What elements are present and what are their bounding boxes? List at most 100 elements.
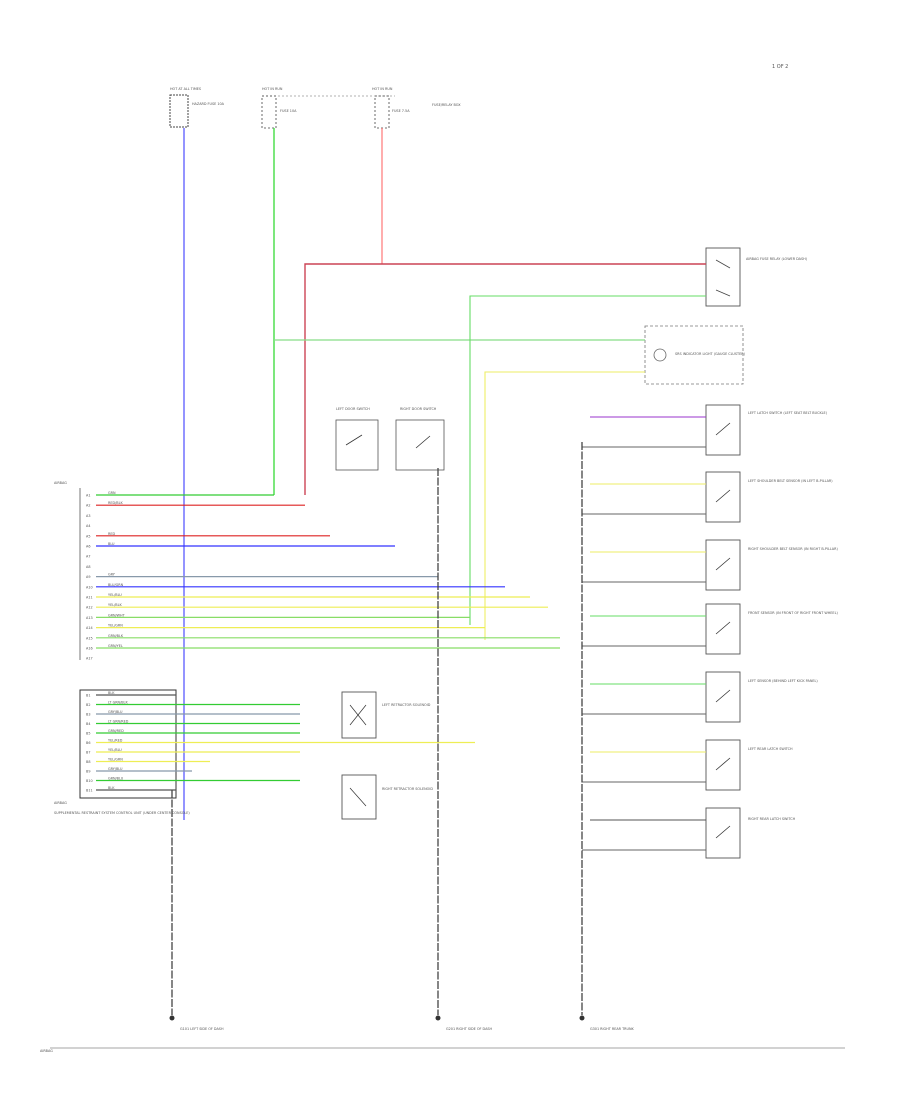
- ecu-pin-label: A9: [86, 575, 90, 579]
- ecu-pin-label: A13: [86, 616, 93, 620]
- ecu-pin-wire-label: GRN/YEL: [108, 644, 123, 648]
- ecu-pin-wire-label: GRY/BLU: [108, 710, 123, 714]
- ground-wires: [169, 442, 585, 1021]
- ecu-pin-wire-label: GRN/BLU: [108, 777, 124, 781]
- footer-label: AIRBAG: [40, 1049, 53, 1053]
- ecu-pin-wire-label: YEL/GRN: [108, 624, 123, 628]
- sensor-switch: [715, 689, 731, 703]
- ecu-pin-label: A16: [86, 647, 93, 651]
- page-number: 1 OF 2: [772, 64, 789, 70]
- sensor-box: [705, 539, 741, 591]
- ground-1-label: G101 LEFT SIDE OF DASH: [180, 1027, 224, 1031]
- ecu-pin-wire-label: GRY/BLU: [108, 767, 123, 771]
- sensor-box: [705, 603, 741, 655]
- ecu-pin-wire-label: GRN/BLK: [108, 634, 124, 638]
- ecu-pin-label: B5: [86, 732, 90, 736]
- sensor-boxes: [582, 404, 741, 859]
- sensor-box: [705, 807, 741, 859]
- right-retractor-label: RIGHT RETRACTOR SOLENOID: [382, 787, 433, 791]
- airbag-fuse-relay: [705, 247, 741, 307]
- ecu-pin-wire-label: YEL/GRN: [108, 758, 123, 762]
- ecu-pin-label: A15: [86, 636, 93, 640]
- ecu-label-top: AIRBAG: [54, 481, 67, 485]
- ecu-pin-label: B7: [86, 751, 90, 755]
- ecu-pin-wire-label: BLK: [108, 691, 115, 695]
- left-door-switch-label: LEFT DOOR SWITCH: [336, 407, 370, 411]
- ecu-pin-wire-label: RED: [108, 532, 115, 536]
- ecu-pin-label: A4: [86, 524, 90, 528]
- left-latch-label: LEFT LATCH SWITCH (LEFT SEAT BELT BUCKLE…: [748, 411, 828, 415]
- ecu-pin-label: B3: [86, 713, 90, 717]
- ecu-pin-label: A14: [86, 626, 93, 630]
- ecu-connector: [79, 488, 177, 799]
- ecu-pin-wire-label: GRN: [108, 491, 116, 495]
- ecu-pin-label: A17: [86, 657, 93, 661]
- ecu-pin-label: A12: [86, 606, 93, 610]
- ecu-pin-label: A7: [86, 555, 90, 559]
- right-rear-latch-label: RIGHT REAR LATCH SWITCH: [748, 817, 796, 821]
- left-retractor-label: LEFT RETRACTOR SOLENOID: [382, 703, 431, 707]
- ecu-pin-label: B4: [86, 722, 90, 726]
- ecu-pin-wire-label: YEL/BLU: [108, 593, 122, 597]
- ecu-pin-wire-label: LT GRN/RED: [108, 720, 129, 724]
- ecu-pin-wire-label: BLU/GRN: [108, 583, 124, 587]
- relay-wires: [274, 263, 706, 640]
- fuse-3-note: FUSE/RELAY BOX: [432, 103, 461, 107]
- retractor-solenoids: [341, 691, 377, 820]
- ecu-pin-wire-label: YEL/BLK: [108, 603, 122, 607]
- fuse-3-label: HOT IN RUN: [372, 87, 393, 91]
- ecu-pin-label: B10: [86, 779, 93, 783]
- sensor-switch: [715, 557, 731, 571]
- ecu-label-bottom: AIRBAG: [54, 801, 67, 805]
- ecu-pin-label: A2: [86, 504, 90, 508]
- feed-wires: [183, 128, 383, 820]
- ecu-pin-label: A8: [86, 565, 90, 569]
- ground-3-label: G301 RIGHT REAR TRUNK: [590, 1027, 635, 1031]
- ecu-pin-label: A10: [86, 585, 93, 589]
- ecu-pin-wire-label: GRY: [108, 573, 116, 577]
- airbag-fuse-relay-label: AIRBAG FUSE RELAY (LOWER DASH): [746, 257, 808, 261]
- ecu-pin-label: B1: [86, 694, 90, 698]
- ecu-pin-wire-label: RED/BLK: [108, 501, 123, 505]
- ecu-pin-label: A3: [86, 514, 90, 518]
- right-door-switch-label: RIGHT DOOR SWITCH: [400, 407, 437, 411]
- fuse-2-label: HOT IN RUN: [262, 87, 283, 91]
- srs-indicator-label: SRS INDICATOR LIGHT (GAUGE CLUSTER): [675, 352, 746, 356]
- ecu-pin-wire-label: LT GRN/BLK: [108, 701, 128, 705]
- ecu-pin-wire-label: GRN/WHT: [108, 613, 126, 617]
- ecu-pin-label: A5: [86, 534, 90, 538]
- door-switches: [335, 419, 445, 471]
- ecu-pin-label: B11: [86, 789, 93, 793]
- fuse-1-sub: HAZARD FUSE 10A: [192, 102, 225, 106]
- left-shoulder-label: LEFT SHOULDER BELT SENSOR (IN LEFT B-PIL…: [748, 479, 833, 483]
- fuse-3-sub: FUSE 7.5A: [392, 109, 410, 113]
- ecu-pin-wire-label: YEL/BLU: [108, 748, 122, 752]
- sensor-switch: [715, 621, 731, 635]
- ecu-pin-label: A11: [86, 596, 93, 600]
- fuse-2-sub: FUSE 10A: [280, 109, 297, 113]
- sensor-switch: [715, 489, 731, 503]
- fuse-1-label: HOT AT ALL TIMES: [170, 87, 201, 91]
- sensor-box: [705, 671, 741, 723]
- left-rear-latch-label: LEFT REAR LATCH SWITCH: [748, 747, 793, 751]
- ecu-pin-label: B9: [86, 770, 90, 774]
- sensor-box: [705, 404, 741, 456]
- ecu-pin-wire-label: BLK: [108, 786, 115, 790]
- ecu-pin-wire-label: YEL/RED: [108, 739, 123, 743]
- ecu-pin-label: B6: [86, 741, 90, 745]
- ecu-pin-label: B2: [86, 703, 90, 707]
- ecu-caption: SUPPLEMENTAL RESTRAINT SYSTEM CONTROL UN…: [54, 811, 190, 815]
- ground-2-label: G201 RIGHT SIDE OF DASH: [446, 1027, 493, 1031]
- sensor-switch: [715, 757, 731, 771]
- left-sensor-label: LEFT SENSOR (BEHIND LEFT KICK PANEL): [748, 679, 818, 683]
- ecu-pin-wire-label: BLU: [108, 542, 115, 546]
- sensor-switch: [715, 825, 731, 839]
- sensor-switch: [715, 422, 731, 436]
- ecu-pin-label: A6: [86, 545, 90, 549]
- right-shoulder-label: RIGHT SHOULDER BELT SENSOR (IN RIGHT B-P…: [748, 547, 838, 551]
- ecu-pin-wire-label: GRN/RED: [108, 729, 124, 733]
- ecu-pin-label: A1: [86, 494, 90, 498]
- sensor-box: [705, 471, 741, 523]
